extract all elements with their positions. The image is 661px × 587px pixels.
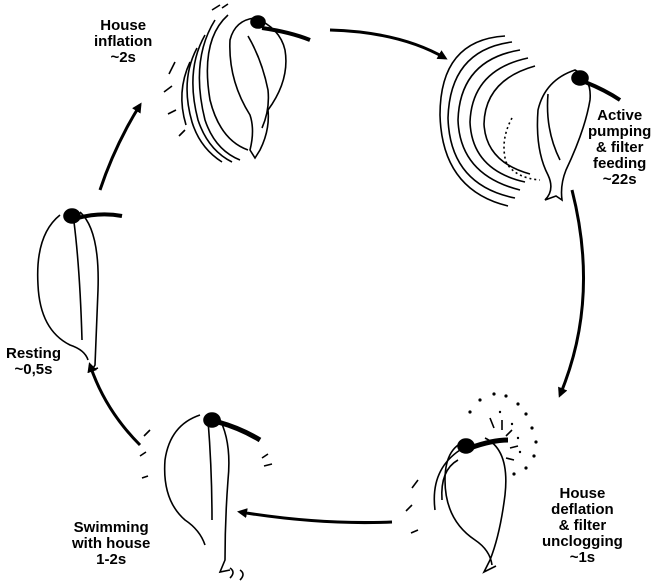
label-resting: Resting ~0,5s — [6, 346, 61, 378]
cycle-arrow-resting-to-inflation — [100, 105, 140, 190]
label-house-deflation: House deflation & filter unclogging ~1s — [542, 486, 623, 566]
label-swimming: Swimming with house 1-2s — [72, 520, 150, 568]
label-line: & filter — [588, 140, 651, 156]
label-line: 1-2s — [72, 552, 150, 568]
label-line: with house — [72, 536, 150, 552]
label-line: ~0,5s — [6, 362, 61, 378]
house-inflation-illustration — [164, 4, 310, 162]
cycle-arrow-swimming-to-resting — [90, 365, 140, 445]
cycle-arrow-deflation-to-swimming — [240, 512, 392, 523]
house-deflation-illustration — [406, 392, 538, 572]
label-line: deflation — [542, 502, 623, 518]
label-line: feeding — [588, 156, 651, 172]
label-active-pumping: Active pumping & filter feeding ~22s — [588, 108, 651, 188]
cycle-arrow-pumping-to-deflation — [560, 190, 584, 395]
label-line: Active — [588, 108, 651, 124]
label-line: ~22s — [588, 172, 651, 188]
label-line: House — [94, 18, 152, 34]
label-line: unclogging — [542, 534, 623, 550]
label-line: ~2s — [94, 50, 152, 66]
label-line: pumping — [588, 124, 651, 140]
label-line: & filter — [542, 518, 623, 534]
cycle-arrow-inflation-to-pumping — [330, 30, 445, 58]
label-line: inflation — [94, 34, 152, 50]
swimming-illustration — [140, 413, 272, 580]
label-line: ~1s — [542, 550, 623, 566]
label-line: Swimming — [72, 520, 150, 536]
label-line: House — [542, 486, 623, 502]
label-line: Resting — [6, 346, 61, 362]
label-house-inflation: House inflation ~2s — [94, 18, 152, 66]
